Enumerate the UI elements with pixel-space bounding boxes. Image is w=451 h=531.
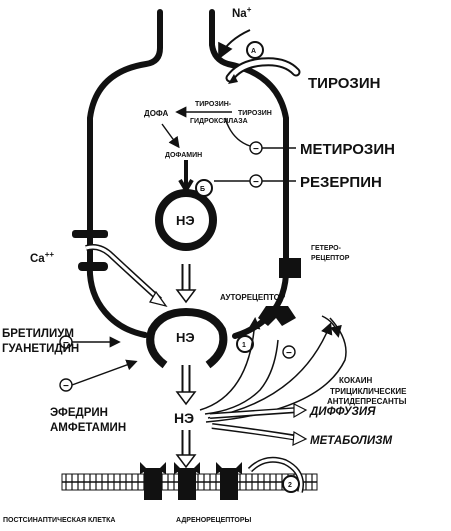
reuptake-inhibition-minus: − [286, 348, 292, 359]
metyrosine-inhibition-minus: − [253, 144, 259, 155]
marker-1-label: 1 [242, 342, 246, 349]
tyrosine-small-label: ТИРОЗИН [238, 110, 272, 117]
tricyclic-label: ТРИЦИКЛИЧЕСКИЕ [330, 387, 407, 396]
guanethidine-label: ГУАНЕТИДИН [2, 343, 79, 355]
a-marker-label: A [251, 48, 256, 55]
metabolism-label: МЕТАБОЛИЗМ [310, 435, 392, 447]
metyrosine-label: МЕТИРОЗИН [300, 141, 395, 158]
storage-vesicle [155, 189, 217, 251]
dopamine-label: ДОФАМИН [165, 152, 202, 159]
reuptake-marker-1 [236, 335, 254, 353]
adrenoreceptors-label: АДРЕНОРЕЦЕПТОРЫ [176, 517, 252, 524]
release-vesicle [146, 307, 228, 369]
vesicle-b-marker [195, 179, 213, 197]
amphetamine-label: АМФЕТАМИН [50, 422, 126, 434]
bretylium-inhibition-minus: − [63, 338, 69, 349]
dopamine-arrow [178, 160, 194, 194]
bretylium-label: БРЕТИЛИУМ [2, 328, 74, 340]
calcium-channel [72, 230, 108, 271]
tyrosine-hydroxylase-label-2: ГИДРОКСИЛАЗА [190, 118, 248, 125]
metabolism-arrow [211, 423, 308, 446]
marker-2-label: 2 [288, 482, 292, 489]
tyrosine-label: ТИРОЗИН [308, 75, 380, 92]
sodium-pump [218, 29, 301, 84]
cleft-ne-label: НЭ [174, 410, 194, 426]
synaptic-ne-label: НЭ [176, 330, 195, 345]
antidepressants-label: АНТИДЕПРЕСАНТЫ [327, 397, 407, 406]
ephedrine-label: ЭФЕДРИН [50, 407, 108, 419]
cocaine-label: КОКАИН [339, 376, 373, 385]
vesicle-ne-label: НЭ [176, 213, 195, 228]
calcium-label: Ca++ [30, 250, 54, 265]
tyrosine-hydroxylase-label-1: ТИРОЗИН- [195, 101, 232, 108]
postsynaptic-cell-label: ПОСТСИНАПТИЧЕСКАЯ КЛЕТКА [3, 517, 115, 524]
heteroreceptor-label-2: РЕЦЕПТОР [311, 255, 350, 262]
heteroreceptor-label-1: ГЕТЕРО- [311, 245, 342, 252]
diffusion-label: ДИФФУЗИЯ [309, 406, 376, 418]
ephedrine-release-marker: − [63, 381, 69, 392]
calcium-influx-arrow [85, 244, 163, 303]
synthesis-arrows [161, 106, 251, 182]
autoreceptor-shape [258, 306, 296, 326]
marker-2-circle [282, 475, 300, 493]
b-marker-label: Б [200, 186, 205, 193]
dofa-label: ДОФА [144, 109, 169, 118]
presynaptic-membrane [86, 9, 290, 339]
inhibition-markers [59, 141, 296, 392]
reserpine-inhibition-minus: − [253, 177, 259, 188]
heteroreceptor [279, 258, 301, 278]
sodium-label: Na+ [232, 5, 252, 20]
diffusion-arrow [209, 403, 308, 419]
autoreceptor-label: АУТОРЕЦЕПТОР [220, 293, 286, 302]
reserpine-label: РЕЗЕРПИН [300, 174, 382, 191]
adrenoreceptor-shapes [140, 462, 242, 500]
